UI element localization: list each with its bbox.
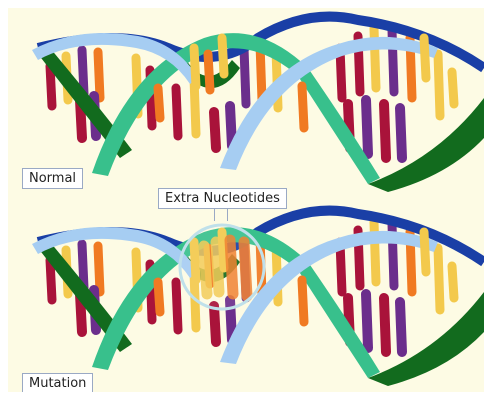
base-pair (384, 298, 386, 352)
dna-figure: Normal Extra Nucleotides Mutation (8, 8, 484, 392)
base-pair (374, 28, 376, 88)
base-pair (374, 222, 376, 282)
base-pair (424, 38, 426, 78)
base-pair (208, 54, 210, 90)
base-pair (302, 86, 304, 128)
mutated-dna-helix (8, 202, 484, 386)
base-pair (194, 48, 196, 86)
base-pair (400, 302, 402, 352)
highlight-ring (180, 225, 264, 309)
base-pair (438, 54, 440, 116)
extra-nucleotides-callout: Extra Nucleotides (158, 188, 287, 209)
base-pair (50, 260, 52, 300)
base-pair (230, 106, 232, 146)
base-pair (222, 38, 224, 74)
base-pair (214, 112, 216, 148)
base-pair (400, 108, 402, 158)
base-pair (302, 280, 304, 322)
base-pair (176, 282, 178, 330)
base-pair (452, 266, 454, 298)
mutation-caption: Mutation (22, 373, 93, 392)
base-pair (98, 246, 100, 292)
base-pair (176, 88, 178, 136)
dna-backbones (32, 17, 484, 192)
normal-dna-helix (8, 8, 484, 192)
base-pair (158, 282, 160, 312)
base-pair (384, 104, 386, 158)
callout-leader-right (227, 207, 228, 221)
base-pair (158, 88, 160, 118)
dna-backbones (32, 211, 484, 386)
base-pair (98, 52, 100, 98)
base-pair (50, 66, 52, 106)
base-pair (424, 232, 426, 272)
base-pair (366, 100, 368, 154)
base-pair (366, 294, 368, 348)
base-pair (452, 72, 454, 104)
callout-leader-left (214, 207, 215, 221)
base-pair (244, 48, 246, 104)
base-pair (214, 306, 216, 342)
base-pair (438, 248, 440, 310)
normal-caption: Normal (22, 168, 83, 189)
